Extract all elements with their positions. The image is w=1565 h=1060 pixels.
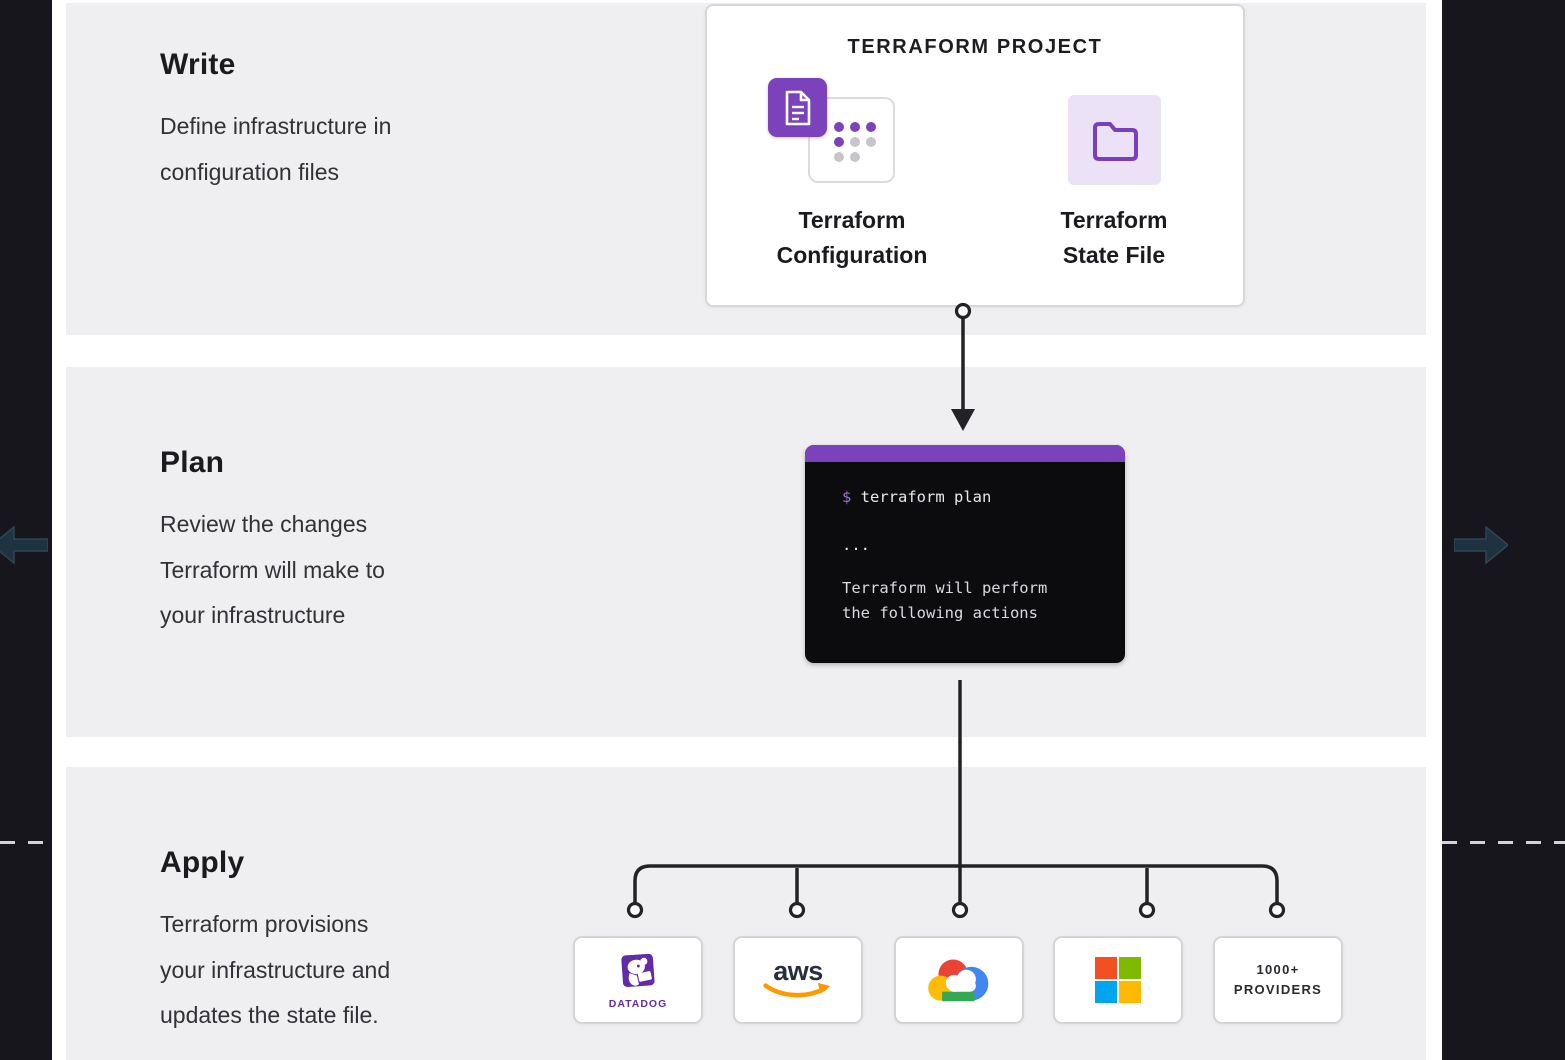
google-cloud-logo-icon bbox=[928, 959, 989, 1002]
plan-text-block: Plan Review the changes Terraform will m… bbox=[160, 446, 385, 639]
plan-title: Plan bbox=[160, 446, 225, 479]
terminal-ellipsis: ... bbox=[842, 536, 870, 554]
provider-card-google-cloud bbox=[894, 936, 1024, 1024]
aws-wordmark: aws bbox=[773, 956, 823, 986]
document-icon bbox=[768, 78, 827, 137]
terminal-window: $ terraform plan ... Terraform will perf… bbox=[805, 445, 1125, 663]
document-glyph bbox=[785, 90, 810, 125]
config-grid-icon bbox=[808, 97, 895, 183]
provider-card-more-providers: 1000+ PROVIDERS bbox=[1213, 936, 1343, 1024]
write-text-block: Write Define infrastructure in configura… bbox=[160, 48, 391, 195]
plan-band bbox=[66, 367, 1426, 737]
dots-grid-icon bbox=[834, 122, 880, 162]
project-card-title: TERRAFORM PROJECT bbox=[847, 36, 1103, 58]
terminal-command: terraform plan bbox=[851, 488, 992, 506]
microsoft-logo-icon bbox=[1095, 957, 1141, 1003]
terminal-titlebar bbox=[805, 445, 1125, 462]
previous-arrow-icon[interactable] bbox=[0, 525, 48, 565]
plan-description: Review the changes Terraform will make t… bbox=[160, 511, 385, 628]
provider-card-datadog: DATADOG bbox=[573, 936, 703, 1024]
write-description: Define infrastructure in configuration f… bbox=[160, 113, 392, 185]
prompt-symbol: $ bbox=[842, 488, 852, 506]
datadog-wordmark: DATADOG bbox=[608, 997, 668, 1010]
write-title: Write bbox=[160, 48, 236, 81]
next-slide-edge bbox=[1442, 0, 1565, 1060]
left-dashed-line bbox=[0, 841, 52, 844]
terraform-configuration-label: Terraform Configuration bbox=[776, 207, 928, 268]
terraform-state-file-label: Terraform State File bbox=[1060, 207, 1168, 268]
state-file-icon bbox=[1068, 95, 1161, 185]
more-providers-label: 1000+ PROVIDERS bbox=[1233, 962, 1323, 997]
terminal-output-line: Terraform will perform bbox=[842, 579, 1048, 597]
folder-icon bbox=[1092, 122, 1138, 161]
terminal-command-line: $ terraform plan bbox=[842, 488, 991, 506]
previous-slide-edge bbox=[0, 0, 52, 1060]
aws-smile-icon bbox=[763, 982, 831, 998]
next-arrow-icon[interactable] bbox=[1454, 525, 1508, 565]
datadog-logo-icon bbox=[621, 953, 655, 987]
provider-card-microsoft bbox=[1053, 936, 1183, 1024]
right-dashed-line bbox=[1442, 841, 1565, 844]
terraform-project-card: TERRAFORM PROJECT Terraform bbox=[705, 4, 1245, 307]
provider-card-aws: aws bbox=[733, 936, 863, 1024]
terminal-output-line: the following actions bbox=[842, 604, 1038, 622]
apply-title: Apply bbox=[160, 846, 245, 879]
apply-text-block: Apply Terraform provisions your infrastr… bbox=[160, 846, 390, 1039]
apply-description: Terraform provisions your infrastructure… bbox=[160, 911, 391, 1028]
